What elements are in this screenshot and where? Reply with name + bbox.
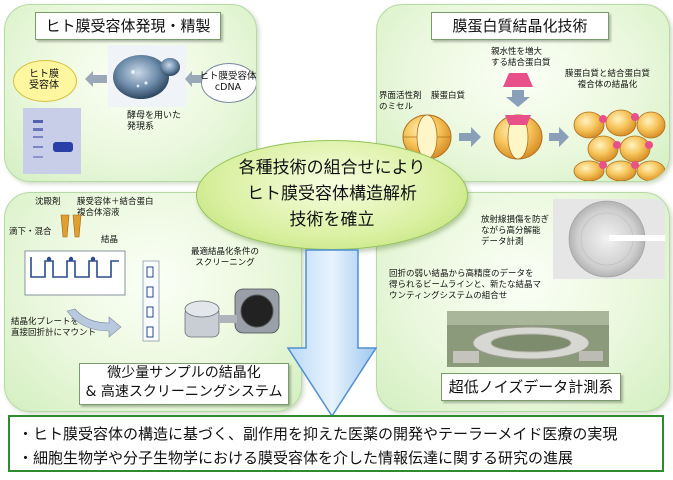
receptor-label-oval bbox=[13, 60, 77, 102]
center-line-2: ヒト膜受容体構造解析 bbox=[247, 184, 417, 204]
crystal-lattice bbox=[573, 109, 666, 181]
center-summary-text: 各種技術の組合せにより ヒト膜受容体構造解析 技術を確立 bbox=[197, 155, 467, 233]
panel-expression: ヒト膜受容体発現・精製 ヒト膜 受容体 ヒト膜受容体 cDNA 酵母を用いた 発… bbox=[4, 4, 257, 182]
complex-sphere bbox=[493, 114, 543, 160]
cdna-label: ヒト膜受容体 cDNA bbox=[199, 71, 257, 93]
center-summary-oval: 各種技術の組合せにより ヒト膜受容体構造解析 技術を確立 bbox=[196, 140, 468, 250]
binding-protein-shape bbox=[503, 73, 533, 87]
screening-plate-strips bbox=[142, 260, 160, 342]
plate-mount-label: 結晶化プレートを 直接回折計にマウント bbox=[11, 317, 97, 338]
radiation-label: 放射線損傷を防ぎ ながら高分解能 データ計測 bbox=[481, 215, 550, 247]
pipette-tip-left bbox=[60, 214, 70, 238]
membrane-protein-label: 膜蛋白質 bbox=[431, 91, 466, 101]
down-arrow bbox=[286, 249, 378, 418]
arrow-micelle-to-complex bbox=[459, 127, 481, 147]
crystal-label: 結晶 bbox=[101, 235, 119, 245]
hydrophilic-label: 親水性を増大 する結合蛋白質 bbox=[491, 47, 551, 68]
panel-title-screening-system: 微少量サンプルの結晶化 & 高速スクリーニングシステム bbox=[79, 363, 289, 405]
yeast-label: 酵母を用いた 発現系 bbox=[127, 111, 182, 132]
center-line-1: 各種技術の組合せにより bbox=[238, 158, 426, 178]
crystallization-plate-diagram bbox=[24, 214, 280, 342]
mount-arrow bbox=[66, 308, 122, 338]
cdna-label-oval bbox=[201, 63, 256, 103]
crystallization-diagram bbox=[402, 73, 666, 181]
panel-title-expression: ヒト膜受容体発現・精製 bbox=[35, 12, 221, 40]
micelle-label: 界面活性剤 のミセル bbox=[379, 91, 422, 112]
panel-title-data-measurement: 超低ノイズデータ計測系 bbox=[441, 373, 621, 401]
outcome-bullet-1: ・ヒト膜受容体の構造に基づく、副作用を抑えた医薬の開発やテーラーメイド医療の実現 bbox=[18, 425, 618, 443]
screening-label: 最適結晶化条件の スクリーニング bbox=[191, 247, 260, 268]
pipette-tip-right bbox=[72, 214, 82, 238]
micelle-sphere bbox=[402, 114, 452, 160]
center-line-3: 技術を確立 bbox=[289, 210, 375, 230]
panel-crystallization-tech: 膜蛋白質結晶化技術 親水性を増大 する結合蛋白質 膜蛋白質と結合蛋白質 複合体の… bbox=[376, 4, 670, 182]
arrow-binding-down bbox=[506, 90, 530, 107]
diffractometer-image bbox=[184, 288, 280, 338]
receptor-label: ヒト膜 受容体 bbox=[29, 69, 59, 91]
outcomes-box: ・ヒト膜受容体の構造に基づく、副作用を抑えた医薬の開発やテーラーメイド医療の実現… bbox=[8, 415, 664, 472]
diffraction-pattern-image bbox=[553, 199, 665, 279]
precipitant-label: 沈殿剤 bbox=[35, 197, 61, 207]
panel-title-crystallization-tech: 膜蛋白質結晶化技術 bbox=[431, 12, 609, 40]
yeast-cell-image bbox=[108, 45, 186, 107]
receptor-solution-label: 膜受容体＋結合蛋白 複合体溶液 bbox=[77, 197, 154, 218]
arrow-to-yeast bbox=[185, 71, 203, 87]
beamline-label: 回折の弱い結晶から高精度のデータを 得られるビームラインと、新たな結晶マ ウンテ… bbox=[389, 269, 541, 301]
complex-label: 膜蛋白質と結合蛋白質 複合体の結晶化 bbox=[565, 69, 651, 90]
panel-screening-system: 沈殿剤 膜受容体＋結合蛋白 複合体溶液 滴下・混合 結晶 最適結晶化条件の スク… bbox=[4, 192, 302, 412]
gel-image bbox=[23, 108, 81, 174]
arrow-complex-to-crystal bbox=[549, 127, 569, 147]
synchrotron-aerial-image bbox=[447, 311, 609, 367]
outcome-bullet-2: ・細胞生物学や分子生物学における膜受容体を介した情報伝達に関する研究の進展 bbox=[18, 449, 574, 467]
drop-mix-label: 滴下・混合 bbox=[9, 227, 52, 237]
arrow-to-receptor bbox=[85, 71, 107, 87]
